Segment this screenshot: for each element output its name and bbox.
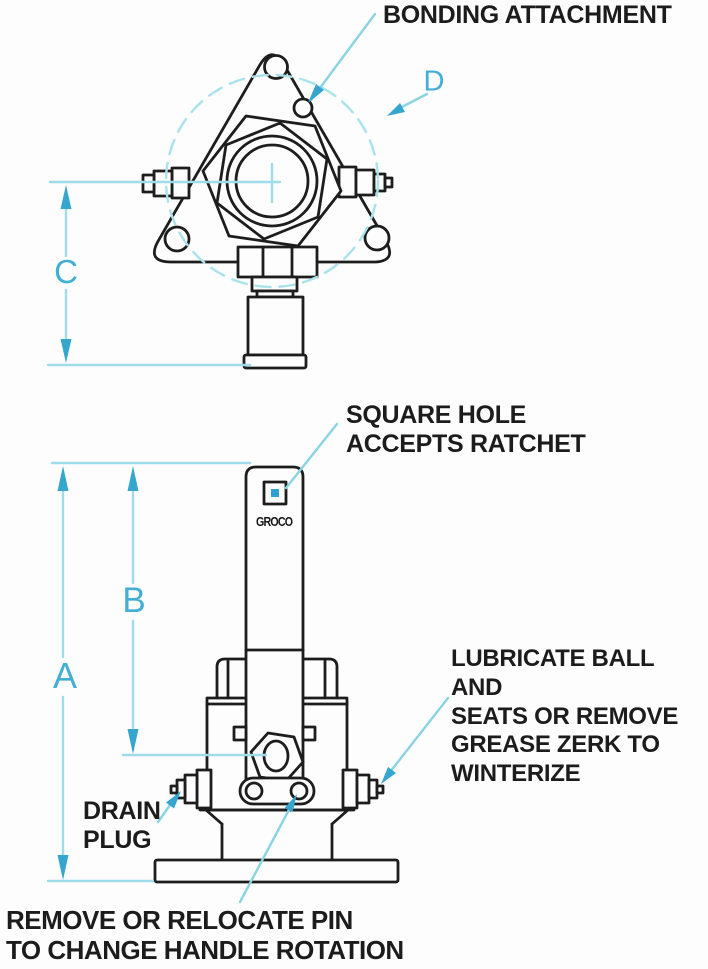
- dimension-a-label: A: [52, 655, 78, 696]
- lubricate-leader: [388, 696, 450, 774]
- groco-brand-label: GROCO: [256, 514, 293, 529]
- dimension-c-label: C: [54, 253, 78, 290]
- dimension-arrows: [57, 84, 405, 880]
- lubricate-label: LUBRICATE BALL AND SEATS OR REMOVE GREAS…: [451, 645, 679, 788]
- valve-side-view: [153, 465, 400, 884]
- drain-plug-label: DRAIN PLUG: [83, 797, 161, 854]
- pin-hole-left: [244, 781, 264, 801]
- bolt-hole-left: [163, 225, 191, 253]
- dimension-b-label: B: [122, 581, 146, 620]
- flange-top-view: [141, 53, 394, 370]
- remove-pin-leader: [238, 804, 293, 904]
- bonding-attachment-label: BONDING ATTACHMENT: [383, 1, 672, 29]
- d-leader: [396, 92, 429, 111]
- remove-pin-label: REMOVE OR RELOCATE PIN TO CHANGE HANDLE …: [6, 905, 404, 966]
- handle-stem: [244, 465, 305, 782]
- bolt-hole-top: [263, 54, 289, 80]
- bonding-leader: [309, 12, 377, 102]
- bolt-circle-d: [164, 73, 380, 289]
- square-hole-label: SQUARE HOLE ACCEPTS RATCHET: [346, 401, 586, 458]
- dimension-d-label: D: [423, 65, 445, 98]
- bolt-hole-right: [363, 224, 391, 252]
- pin-hole-right: [289, 781, 309, 801]
- base-flange: [153, 858, 400, 884]
- bonding-screw: [292, 97, 314, 119]
- square-hole-leader: [284, 422, 339, 490]
- dimension-lines: [46, 12, 450, 904]
